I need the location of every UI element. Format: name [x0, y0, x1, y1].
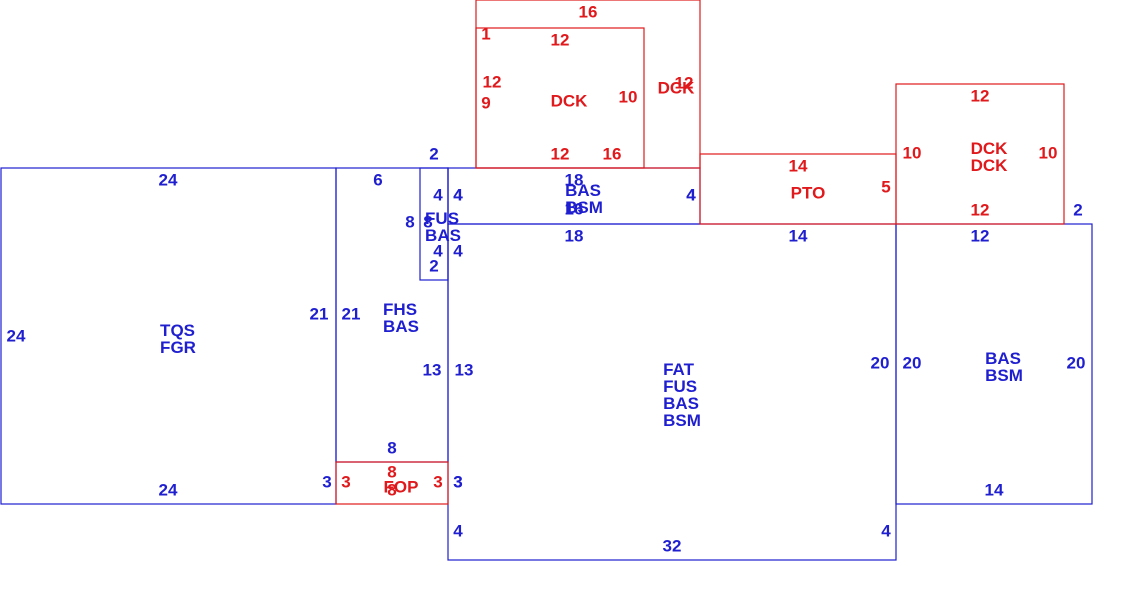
garage-dim-top: 24 [158, 170, 178, 190]
porch-outline [335, 461, 449, 505]
area-deck-right [895, 83, 1065, 225]
right-wing-dim-top: 12 [970, 226, 990, 246]
main-dim-left: 13 [454, 360, 474, 380]
deck-right-dim-right: 10 [1038, 143, 1058, 163]
right-wing-codes: BAS BSM [985, 349, 1023, 385]
deck-small-dim-left-upper: 12 [482, 72, 502, 92]
deck-right-dim-top: 12 [970, 86, 990, 106]
porch-dim-left: 3 [341, 472, 351, 492]
small-bump-dim-top: 2 [429, 144, 439, 164]
deck-large-codes: DCK [657, 78, 695, 98]
deck-large-dim-right: 12 [674, 73, 694, 93]
deck-small-outline [475, 27, 645, 169]
right-wing-dim-bottom: 14 [984, 480, 1004, 500]
main-dim-bottom: 32 [662, 536, 682, 556]
small-bump-codes: FUS BAS [425, 209, 461, 245]
area-porch [335, 461, 449, 505]
deck-small-dim-top: 12 [550, 30, 570, 50]
patio-codes: PTO [790, 183, 826, 203]
porch-dim-bottom: 8 [387, 480, 397, 500]
half-story-dim-top: 6 [373, 170, 383, 190]
bas-strip-codes: BAS BSM [565, 181, 603, 217]
deck-small-codes: DCK [550, 91, 588, 111]
main-dim-right: 20 [870, 353, 890, 373]
half-story-dim-bottom: 8 [387, 438, 397, 458]
small-bump-dim-left: 8 [405, 212, 415, 232]
area-deck-small [475, 27, 645, 169]
porch-dim-outer-right: 3 [453, 472, 463, 492]
porch-codes: FOP [383, 477, 419, 497]
bas-strip-dim-overlap: 16 [564, 199, 584, 219]
deck-right-outline [895, 83, 1065, 225]
right-wing-dim-left: 20 [902, 353, 922, 373]
patio-dim-right: 5 [881, 177, 891, 197]
garage-codes: TQS FGR [160, 321, 196, 357]
bas-strip-dim-left: 4 [453, 185, 463, 205]
right-wing-dim-offset: 2 [1073, 200, 1083, 220]
porch-dim-top: 8 [387, 462, 397, 482]
patio-dim-top: 14 [788, 156, 808, 176]
bas-strip-dim-right: 4 [686, 185, 696, 205]
deck-large-dim-joint: 4 [686, 185, 696, 205]
patio-dim-bottom: 14 [788, 226, 808, 246]
half-story-codes: FHS BAS [383, 300, 419, 336]
main-codes: FAT FUS BAS BSM [663, 360, 701, 430]
main-dim-notch: 3 [453, 472, 463, 492]
porch-dim-outer-left: 3 [322, 472, 332, 492]
deck-small-dim-corner: 1 [481, 24, 491, 44]
deck-right-dim-bottom: 12 [970, 200, 990, 220]
garage-dim-left: 24 [6, 326, 26, 346]
half-story-dim-left: 21 [341, 304, 361, 324]
bas-strip-dim-top: 18 [564, 170, 584, 190]
deck-small-dim-right: 10 [618, 87, 638, 107]
small-bump-dim-bottom: 2 [429, 256, 439, 276]
small-bump-dim-upper-left: 4 [433, 185, 443, 205]
half-story-dim-right: 13 [422, 360, 442, 380]
main-dim-lower-left: 4 [453, 521, 463, 541]
small-bump-dim-inner: 8 [423, 212, 433, 232]
deck-large-dim-bottom: 16 [602, 144, 622, 164]
garage-dim-right: 21 [309, 304, 329, 324]
deck-right-dim-left: 10 [902, 143, 922, 163]
deck-small-dim-bottom: 12 [550, 144, 570, 164]
bas-strip-dim-bottom: 18 [564, 226, 584, 246]
deck-right-codes: DCK DCK [970, 139, 1008, 175]
right-wing-dim-right: 20 [1066, 353, 1086, 373]
deck-small-dim-left-lower: 9 [481, 93, 491, 113]
small-bump-dim-lower-right: 4 [453, 241, 463, 261]
garage-dim-bottom: 24 [158, 480, 178, 500]
deck-large-dim-top: 16 [578, 2, 598, 22]
porch-dim-right: 3 [433, 472, 443, 492]
small-bump-dim-lower-left: 4 [433, 241, 443, 261]
small-bump-dim-upper-right: 4 [453, 185, 463, 205]
main-dim-lower-right: 4 [881, 521, 891, 541]
